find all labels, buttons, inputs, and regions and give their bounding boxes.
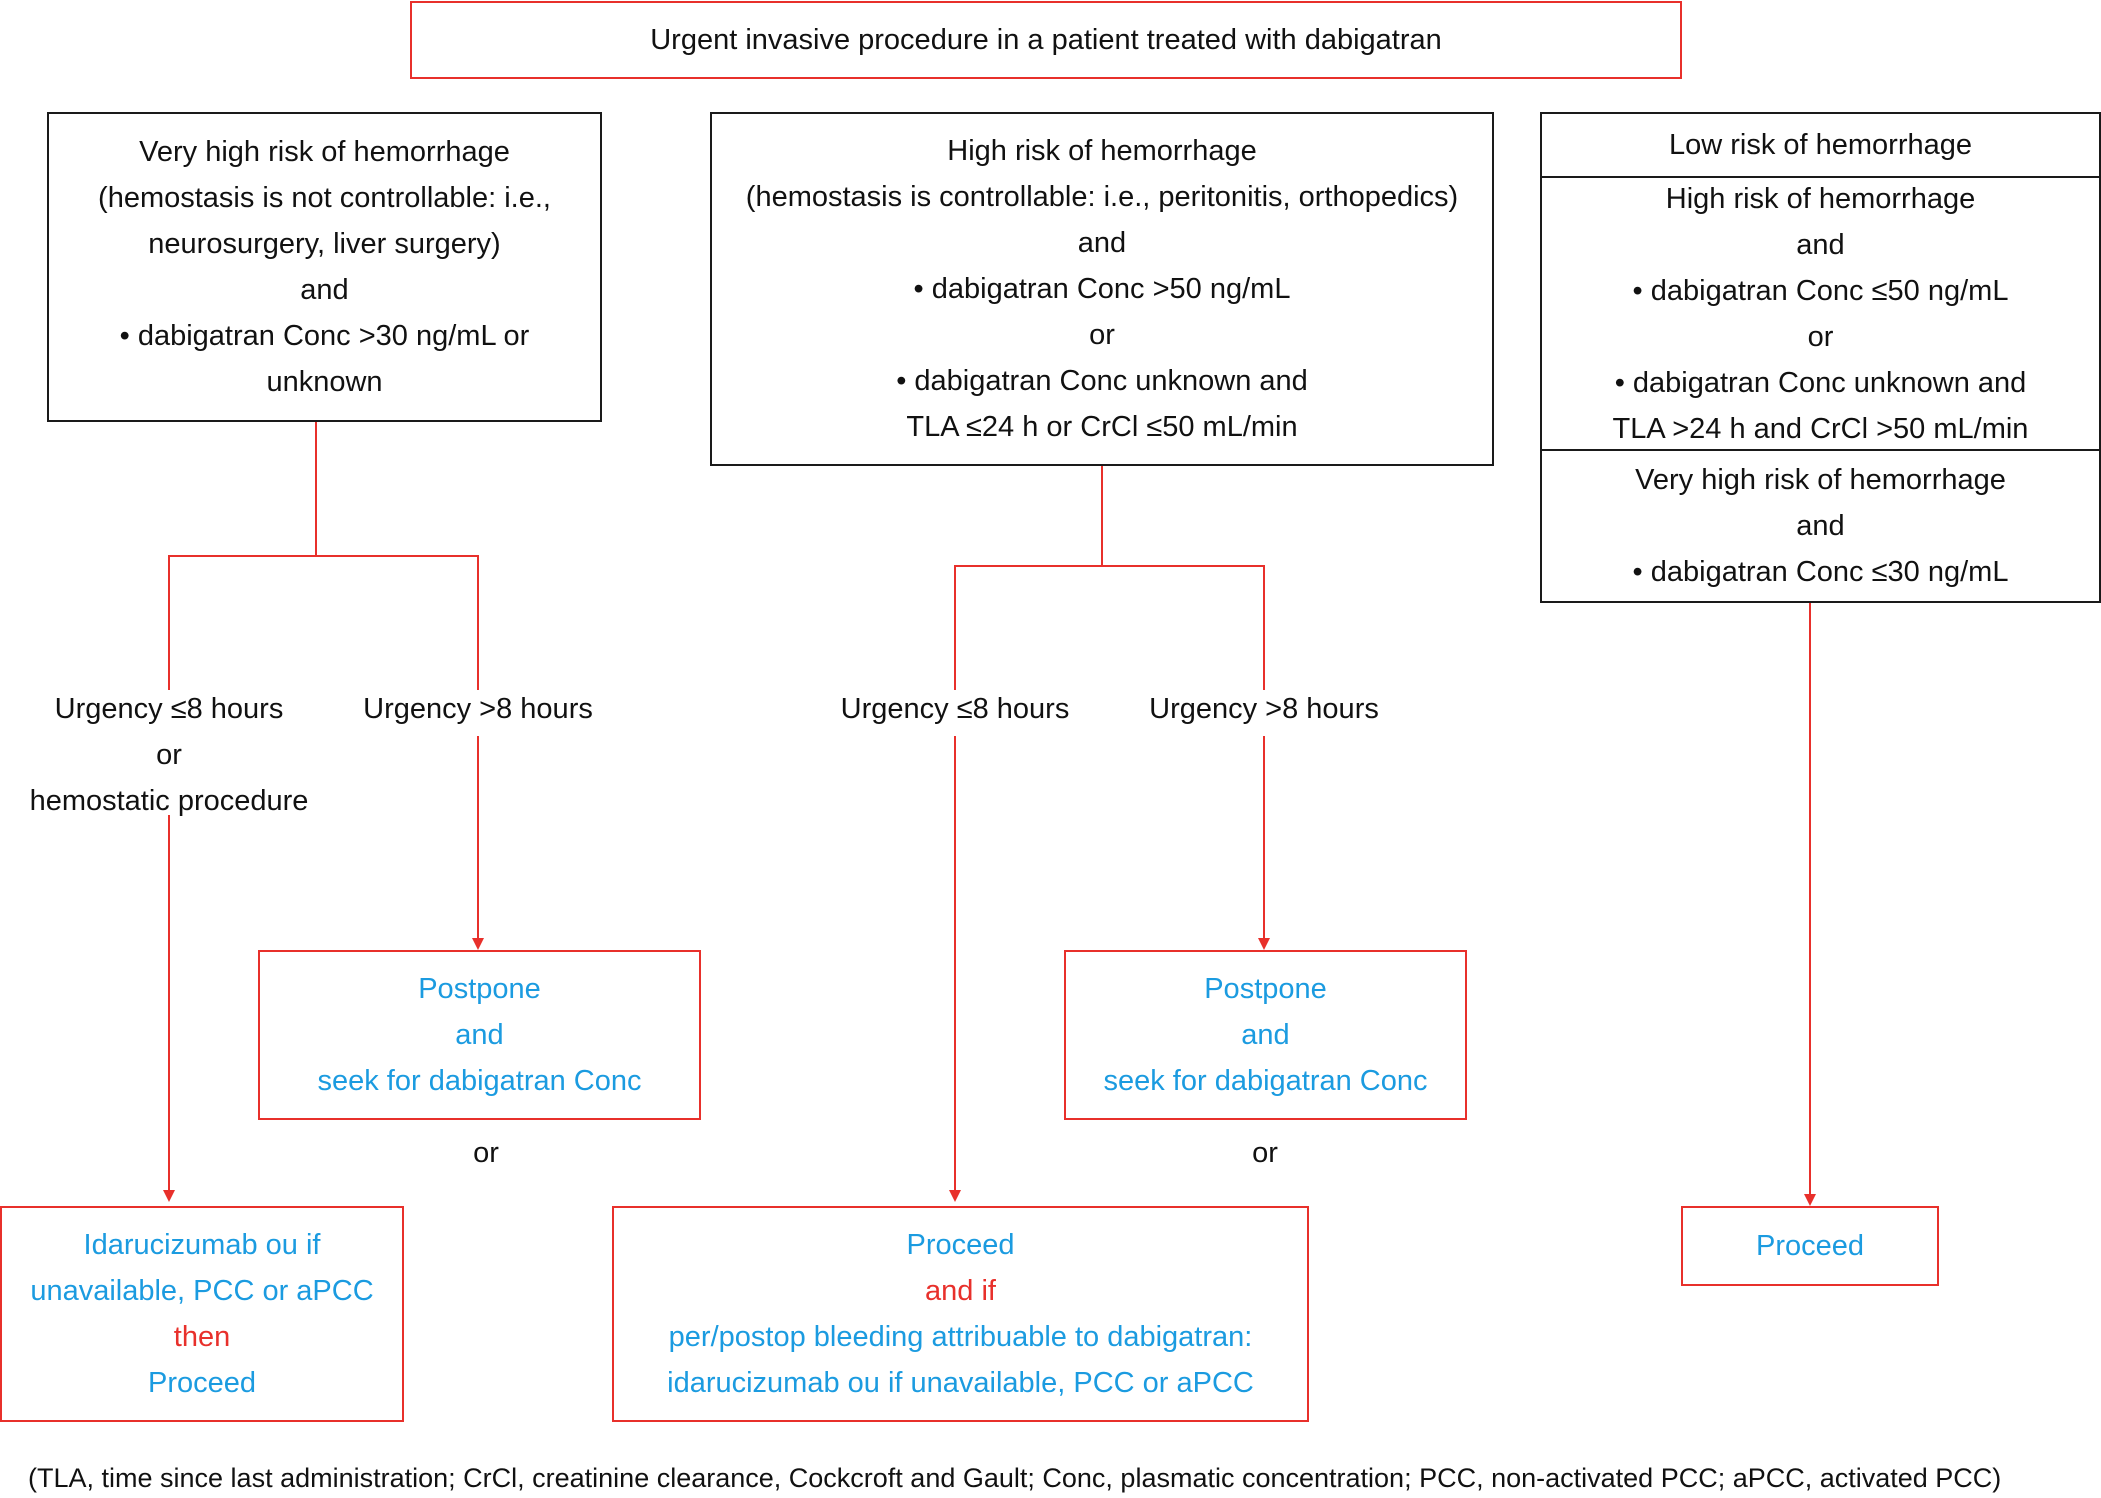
left-postpone-box: Postpone and seek for dabigatran Conc — [258, 950, 701, 1120]
left-short-urgency-label: Urgency ≤8 hours or hemostatic procedure — [19, 686, 319, 824]
left-long-urgency-label: Urgency >8 hours — [363, 693, 593, 725]
criteria-line: • dabigatran Conc unknown and — [1614, 366, 2027, 399]
middle-postpone-box: Postpone and seek for dabigatran Conc — [1064, 950, 1467, 1120]
result-line: Idarucizumab ou if — [83, 1229, 321, 1261]
result-line: per/postop bleeding attribuable to dabig… — [668, 1321, 1253, 1353]
label-line: Urgency ≤8 hours — [54, 693, 284, 725]
low-risk-header: Low risk of hemorrhage — [1542, 114, 2099, 176]
criteria-line: or — [1089, 319, 1115, 351]
result-emphasis: then — [173, 1321, 231, 1353]
criteria-line: • dabigatran Conc >30 ng/mL or — [119, 320, 530, 352]
result-line: unavailable, PCC or aPCC — [30, 1275, 374, 1307]
criteria-line: High risk of hemorrhage — [947, 135, 1257, 167]
very-high-risk-box: Very high risk of hemorrhage (hemostasis… — [47, 112, 602, 422]
criteria-line: TLA >24 h and CrCl >50 mL/min — [1612, 412, 2029, 445]
low-risk-section-2: Very high risk of hemorrhage and • dabig… — [1542, 449, 2099, 601]
low-risk-header-text: Low risk of hemorrhage — [1668, 129, 1973, 161]
criteria-line: or — [1807, 320, 1834, 353]
criteria-line: TLA ≤24 h or CrCl ≤50 mL/min — [906, 411, 1298, 443]
postpone-line: and — [1241, 1019, 1290, 1051]
criteria-line: • dabigatran Conc >50 ng/mL — [913, 273, 1291, 305]
criteria-line: and — [1077, 227, 1127, 259]
label-line: hemostatic procedure — [29, 785, 309, 817]
criteria-line: • dabigatran Conc ≤50 ng/mL — [1632, 274, 2009, 307]
criteria-line: (hemostasis is not controllable: i.e., — [98, 182, 551, 214]
postpone-line: and — [455, 1019, 504, 1051]
criteria-line: and — [300, 274, 349, 306]
result-line: idarucizumab ou if unavailable, PCC or a… — [667, 1367, 1254, 1399]
left-or-label: or — [473, 1137, 499, 1169]
criteria-line: Very high risk of hemorrhage — [1635, 464, 2006, 496]
result-emphasis: and if — [925, 1275, 996, 1307]
left-result-box: Idarucizumab ou if unavailable, PCC or a… — [0, 1206, 404, 1422]
postpone-line: Postpone — [1204, 973, 1327, 1005]
result-line: Proceed — [1755, 1230, 1864, 1262]
middle-long-urgency-label: Urgency >8 hours — [1149, 693, 1379, 725]
low-risk-box: Low risk of hemorrhage High risk of hemo… — [1540, 112, 2101, 603]
footnote: (TLA, time since last administration; Cr… — [28, 1463, 2002, 1493]
result-line: Proceed — [906, 1229, 1015, 1261]
criteria-line: High risk of hemorrhage — [1665, 182, 1976, 215]
middle-or-label: or — [1252, 1137, 1278, 1169]
title-text: Urgent invasive procedure in a patient t… — [650, 24, 1442, 56]
criteria-line: and — [1796, 510, 1845, 542]
middle-short-urgency-label: Urgency ≤8 hours — [840, 693, 1070, 725]
criteria-line: and — [1796, 228, 1845, 261]
criteria-line: (hemostasis is controllable: i.e., perit… — [745, 181, 1459, 213]
middle-result-box: Proceed and if per/postop bleeding attri… — [612, 1206, 1309, 1422]
postpone-line: Postpone — [418, 973, 541, 1005]
criteria-line: unknown — [266, 366, 383, 398]
result-line: Proceed — [147, 1367, 256, 1399]
criteria-line: neurosurgery, liver surgery) — [148, 228, 501, 260]
low-risk-section-1: High risk of hemorrhage and • dabigatran… — [1542, 176, 2099, 449]
high-risk-box: High risk of hemorrhage (hemostasis is c… — [710, 112, 1494, 466]
right-result-box: Proceed — [1681, 1206, 1939, 1286]
middle-split-line — [954, 565, 1265, 690]
criteria-line: • dabigatran Conc unknown and — [896, 365, 1308, 397]
title-box: Urgent invasive procedure in a patient t… — [410, 1, 1682, 79]
criteria-line: • dabigatran Conc ≤30 ng/mL — [1632, 556, 2009, 588]
criteria-line: Very high risk of hemorrhage — [139, 136, 510, 168]
left-split-line — [168, 555, 479, 690]
label-line: or — [156, 739, 182, 771]
postpone-line: seek for dabigatran Conc — [1103, 1065, 1428, 1097]
postpone-line: seek for dabigatran Conc — [317, 1065, 642, 1097]
